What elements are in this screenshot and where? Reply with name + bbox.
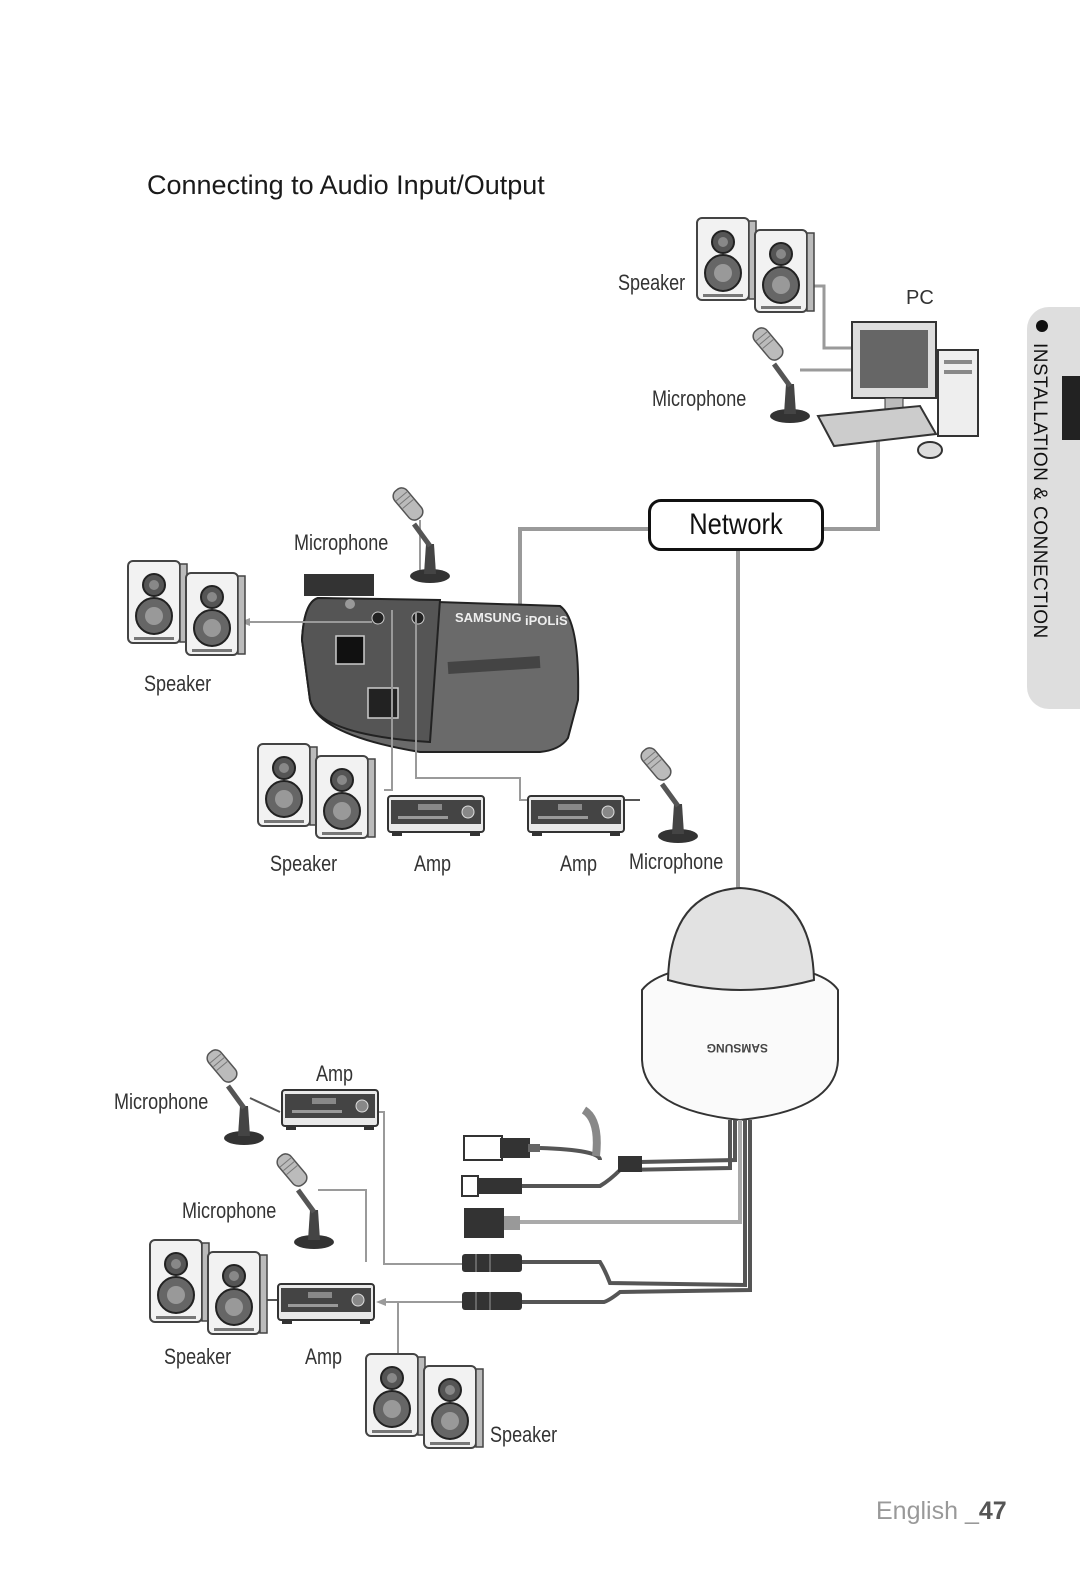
section-bullet-icon	[1036, 320, 1048, 332]
dome-camera-icon: SAMSUNG	[641, 886, 839, 1122]
page-title: Connecting to Audio Input/Output	[147, 170, 545, 200]
dome-amp-bottom-label: Amp	[305, 1344, 343, 1369]
section-tab-marker	[1062, 376, 1080, 440]
dome-amp-microphone-label: Microphone	[114, 1089, 209, 1114]
dome-amp-speaker-icon	[150, 1240, 267, 1334]
box-amp-microphone-icon	[638, 745, 698, 843]
audio-in-connector-icon	[462, 1254, 522, 1272]
dome-speaker-label: Speaker	[490, 1422, 558, 1447]
pc-microphone-icon	[750, 325, 810, 423]
dome-cable-bundle	[520, 1120, 752, 1304]
section-side-tab	[1027, 307, 1080, 709]
box-amp-speaker-icon	[258, 744, 375, 838]
box-amp-microphone-label: Microphone	[629, 849, 724, 874]
box-speaker-label: Speaker	[144, 671, 212, 696]
box-speaker-icon	[128, 561, 245, 655]
dome-microphone-label: Microphone	[182, 1198, 277, 1223]
pc-label: PC	[906, 287, 934, 309]
box-amp-in-icon	[527, 795, 625, 837]
dome-amp-bottom-icon	[277, 1283, 375, 1325]
pc-icon	[816, 321, 979, 459]
pc-microphone-label: Microphone	[652, 386, 747, 411]
page-footer: English _47	[876, 1497, 1007, 1526]
pc-network-line	[824, 436, 880, 531]
dome-speaker-icon	[366, 1354, 483, 1448]
footer-language: English _	[876, 1497, 979, 1525]
dome-amp-top-label: Amp	[316, 1061, 354, 1086]
dome-amp-microphone-icon	[204, 1047, 264, 1145]
section-tab-label: INSTALLATION & CONNECTION	[1029, 343, 1050, 639]
pc-speaker-label: Speaker	[618, 270, 686, 295]
power-connector-icon	[463, 1135, 540, 1161]
video-connector-icon	[461, 1175, 522, 1197]
box-camera-brand: SAMSUNG	[455, 610, 521, 625]
pc-speaker-icon	[697, 218, 814, 312]
dome-amp-top-icon	[281, 1089, 379, 1131]
dome-amp-speaker-label: Speaker	[164, 1344, 232, 1369]
dome-microphone-icon	[274, 1151, 334, 1249]
audio-out-connector-icon	[462, 1292, 522, 1310]
page-number: 47	[978, 1497, 1007, 1525]
box-amp-out-label: Amp	[414, 851, 452, 876]
network-connector-icon	[464, 1208, 520, 1238]
network-box: Network	[648, 499, 824, 551]
box-camera-model: iPOLiS	[525, 613, 568, 628]
box-camera-icon: SAMSUNG iPOLiS	[300, 574, 580, 753]
box-microphone-label: Microphone	[294, 530, 389, 555]
dome-camera-brand: SAMSUNG	[707, 1041, 768, 1055]
box-amp-speaker-label: Speaker	[270, 851, 338, 876]
box-amp-out-icon	[387, 795, 485, 837]
box-camera-network-line	[518, 527, 648, 608]
box-amp-in-label: Amp	[560, 851, 598, 876]
network-label: Network	[689, 508, 783, 541]
